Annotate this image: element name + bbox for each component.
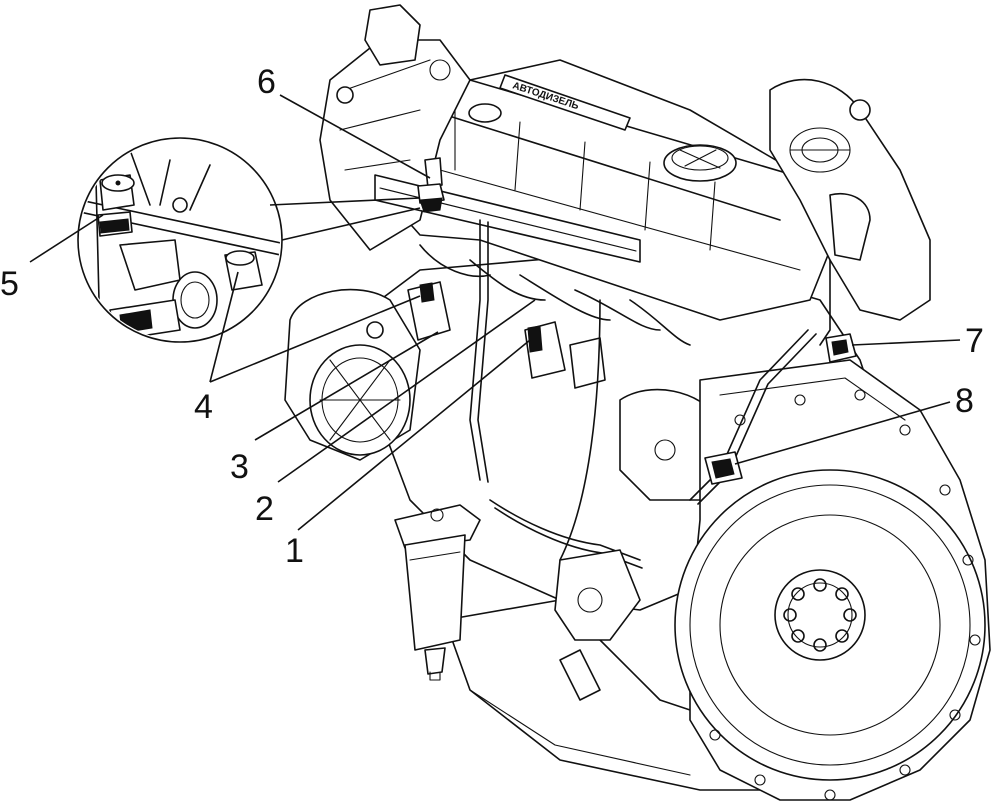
callout-labels: 6 5 4 3 2 1 7 8	[0, 63, 984, 570]
callout-4: 4	[194, 388, 213, 426]
callout-1: 1	[285, 532, 304, 570]
leader-3	[254, 331, 439, 441]
leader-2	[277, 299, 536, 483]
leader-7	[851, 339, 961, 346]
leader-5	[29, 214, 104, 263]
callout-8: 8	[955, 382, 974, 420]
leader-lines	[29, 94, 961, 531]
leader-8	[734, 401, 951, 465]
leader-4b	[209, 295, 421, 383]
callout-3: 3	[230, 448, 249, 486]
callout-6: 6	[257, 63, 276, 101]
callout-7: 7	[965, 322, 984, 360]
callout-5: 5	[0, 265, 19, 303]
leader-1	[297, 339, 531, 531]
leader-6	[279, 94, 431, 179]
engine-illustration: АВТОДИЗЕЛЬ	[284, 4, 991, 801]
detail-inset	[77, 137, 421, 343]
callout-2: 2	[255, 490, 274, 528]
leader-4a	[209, 271, 239, 383]
